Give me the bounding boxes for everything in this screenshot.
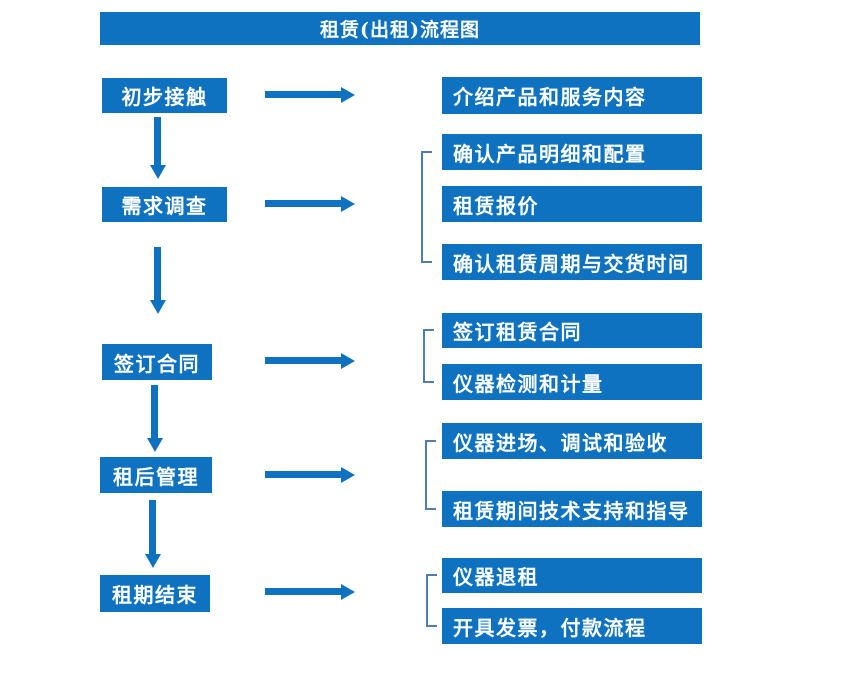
arrow-shaft	[265, 471, 343, 478]
down-arrow-icon-2	[150, 247, 166, 314]
arrow-shaft	[265, 588, 343, 595]
right-arrow-icon-1	[265, 87, 355, 103]
arrow-shaft	[265, 91, 343, 98]
down-arrow-icon-1	[150, 117, 166, 179]
detail-box-sign-rental-contract: 签订租赁合同	[442, 313, 702, 348]
arrow-head	[341, 353, 355, 369]
stage-box-post-rental-management: 租后管理	[100, 457, 212, 493]
arrow-head	[341, 87, 355, 103]
detail-box-instrument-inspection: 仪器检测和计量	[442, 364, 702, 400]
arrow-head	[150, 165, 166, 179]
right-arrow-icon-2	[265, 196, 355, 212]
detail-box-instrument-return: 仪器退租	[442, 558, 702, 593]
arrow-shaft	[149, 500, 156, 556]
right-arrow-icon-4	[265, 467, 355, 483]
arrow-head	[145, 554, 161, 568]
stage-box-initial-contact: 初步接触	[102, 78, 227, 113]
arrow-shaft	[154, 117, 161, 167]
right-arrow-icon-3	[265, 353, 355, 369]
bracket-connector-post-rental	[425, 440, 436, 510]
detail-box-instrument-entry-acceptance: 仪器进场、调试和验收	[442, 423, 702, 459]
bracket-connector-demand-survey	[421, 151, 432, 263]
stage-box-rental-end: 租期结束	[100, 575, 210, 612]
stage-box-sign-contract: 签订合同	[102, 344, 212, 380]
detail-box-intro-products: 介绍产品和服务内容	[442, 77, 702, 114]
down-arrow-icon-4	[145, 500, 161, 568]
arrow-head	[150, 300, 166, 314]
detail-box-invoice-payment: 开具发票，付款流程	[442, 608, 702, 644]
detail-box-confirm-product-config: 确认产品明细和配置	[442, 134, 702, 170]
bracket-connector-rental-end	[426, 574, 437, 627]
right-arrow-icon-5	[265, 584, 355, 600]
arrow-head	[147, 438, 163, 452]
arrow-shaft	[154, 247, 161, 302]
detail-box-confirm-period-delivery: 确认租赁周期与交货时间	[442, 244, 702, 280]
detail-box-tech-support: 租赁期间技术支持和指导	[442, 491, 702, 527]
arrow-head	[341, 467, 355, 483]
detail-box-rental-quote: 租赁报价	[442, 186, 702, 222]
diagram-title: 租赁(出租)流程图	[100, 12, 700, 45]
down-arrow-icon-3	[147, 385, 163, 452]
arrow-shaft	[265, 357, 343, 364]
stage-box-demand-survey: 需求调查	[102, 187, 227, 222]
arrow-shaft	[151, 385, 158, 440]
arrow-head	[341, 584, 355, 600]
arrow-shaft	[265, 200, 343, 207]
arrow-head	[341, 196, 355, 212]
bracket-connector-sign-contract	[423, 329, 434, 383]
